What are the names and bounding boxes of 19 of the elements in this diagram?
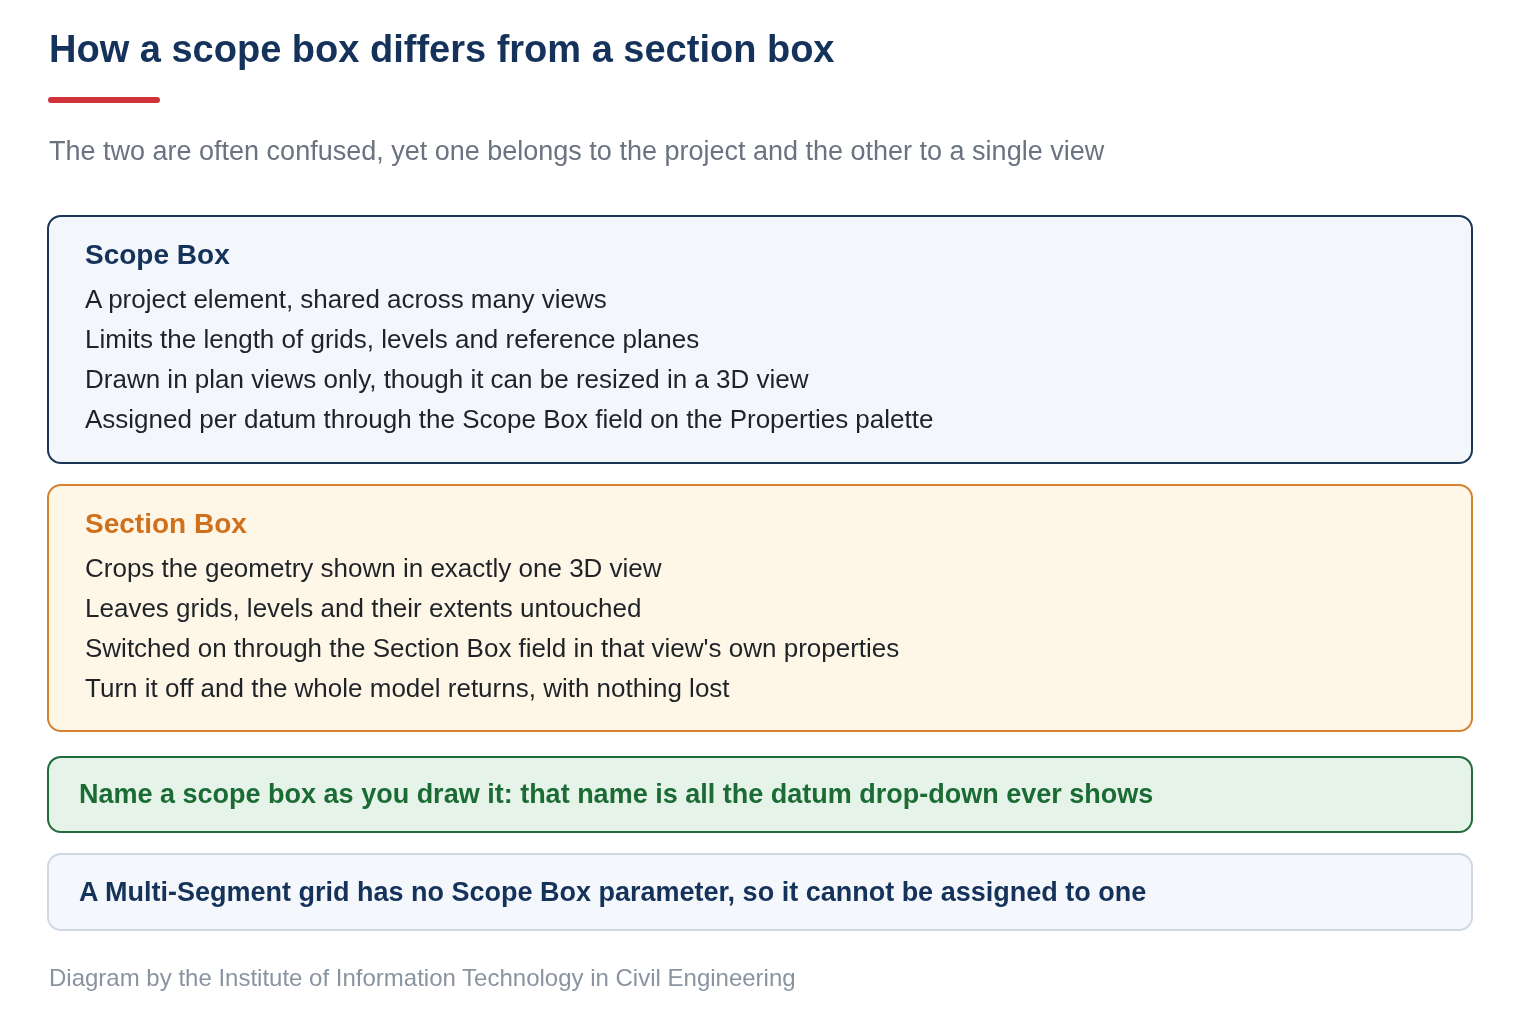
title: How a scope box differs from a section box (49, 28, 835, 71)
card-text: Switched on through the Section Box field in that view's own properties (85, 632, 901, 665)
info-card (47, 215, 1473, 464)
info-card (47, 484, 1473, 732)
note-box (47, 853, 1473, 931)
card-text: Turn it off and the whole model returns, with nothing lost (85, 672, 731, 705)
card-heading: Section Box (85, 507, 248, 541)
card-text: Assigned per datum through the Scope Box field on the Properties palette (85, 403, 935, 436)
card-text: Crops the geometry shown in exactly one 3D view (85, 552, 663, 585)
card-heading: Scope Box (85, 238, 231, 272)
card-text: A project element, shared across many views (85, 283, 608, 316)
card-text: Leaves grids, levels and their extents untouched (85, 592, 643, 625)
note-text: A Multi-Segment grid has no Scope Box parameter, so it cannot be assigned to one (79, 876, 1147, 908)
caption: Diagram by the Institute of Information Technology in Civil Engineering (49, 964, 796, 992)
subtitle: The two are often confused, yet one belongs to the project and the other to a single view (49, 136, 1105, 167)
card-text: Limits the length of grids, levels and reference planes (85, 323, 701, 356)
note-box (47, 756, 1473, 833)
note-text: Name a scope box as you draw it: that name is all the datum drop-down ever shows (79, 779, 1154, 810)
card-text: Drawn in plan views only, though it can be resized in a 3D view (85, 363, 810, 396)
